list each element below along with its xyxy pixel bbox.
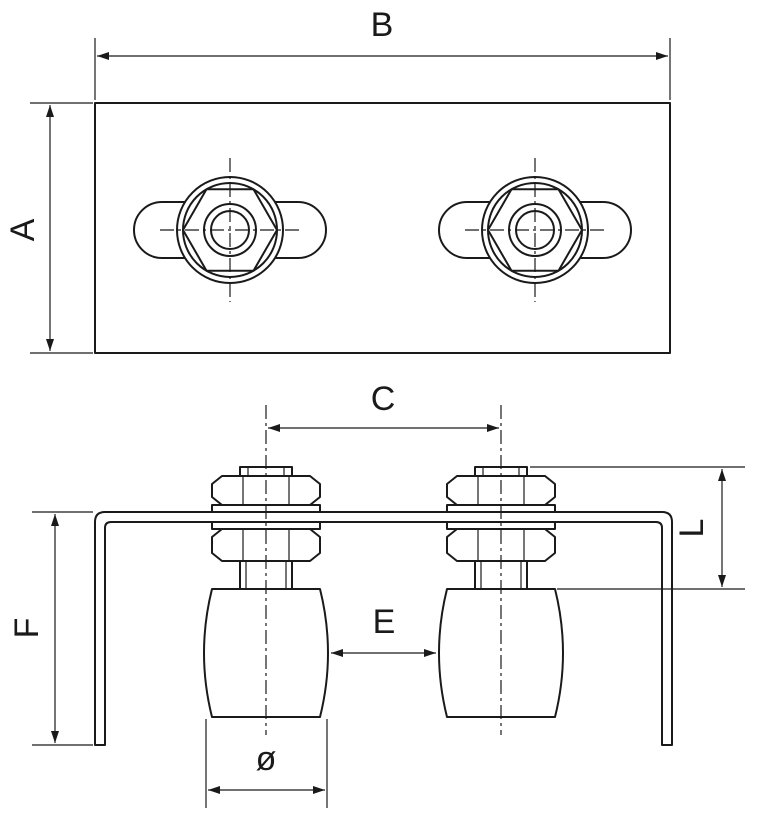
roller-right	[438, 588, 564, 718]
plate-top-outline	[94, 102, 671, 354]
top-right-fastener	[438, 158, 632, 302]
label-f: F	[8, 618, 46, 639]
label-a: A	[4, 218, 42, 241]
dimension-b: B	[94, 6, 671, 100]
label-l: L	[673, 519, 711, 538]
roller-left	[203, 588, 329, 718]
label-b: B	[371, 6, 394, 44]
dimension-c: C	[268, 380, 499, 432]
front-right-assembly	[438, 405, 564, 735]
top-left-fastener	[133, 158, 327, 302]
bottom-nut-right	[446, 528, 556, 562]
dimension-diameter: ø	[205, 719, 328, 808]
front-left-assembly	[203, 405, 329, 735]
label-diameter: ø	[256, 740, 277, 778]
label-c: C	[371, 380, 396, 418]
dimension-f: F	[8, 511, 93, 746]
slot-left	[133, 201, 327, 259]
bottom-nut-left	[211, 528, 321, 562]
dimension-l: L	[530, 466, 745, 590]
front-view: C E F L ø	[8, 380, 745, 808]
label-e: E	[373, 603, 396, 641]
u-bracket	[94, 511, 673, 746]
slot-right	[438, 201, 632, 259]
top-view: B A	[4, 6, 671, 354]
dimension-a: A	[4, 102, 93, 354]
dimension-e: E	[331, 603, 436, 657]
